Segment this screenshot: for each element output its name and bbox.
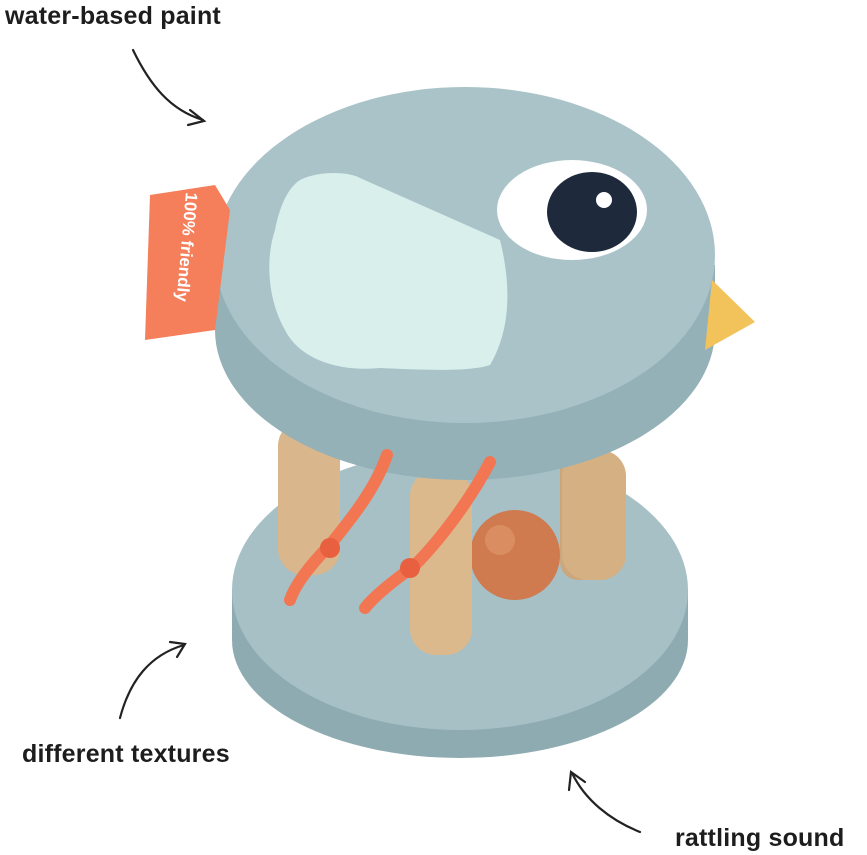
callout-different-textures: different textures (22, 740, 230, 768)
callout-rattling-sound: rattling sound (675, 824, 845, 852)
beak (705, 280, 755, 350)
rattle-ball (470, 510, 560, 600)
arrow-water-paint (131, 48, 205, 122)
eye-pupil (547, 172, 637, 252)
arrow-textures (118, 643, 186, 720)
arrow-rattling (570, 771, 642, 834)
bird-head: 100% friendly (145, 87, 755, 480)
wing (269, 173, 508, 370)
wooden-pillars (278, 420, 626, 655)
callout-water-based-paint: water-based paint (5, 2, 221, 30)
fabric-tag (145, 185, 230, 340)
